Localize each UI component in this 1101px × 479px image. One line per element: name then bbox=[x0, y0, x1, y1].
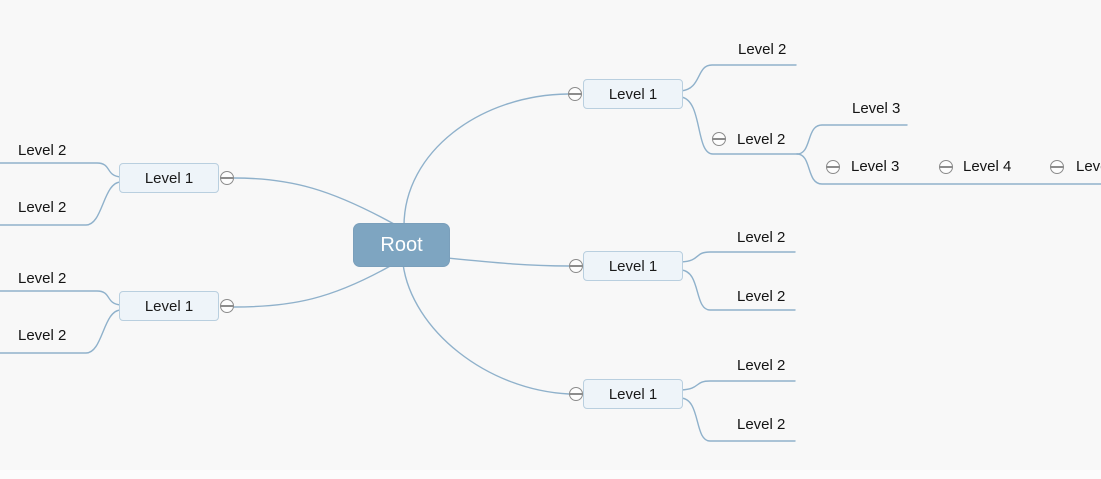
node-level2-bot-a[interactable]: Level 2 bbox=[737, 357, 786, 374]
node-level1-left-top[interactable]: Level 1 bbox=[119, 163, 219, 193]
node-level1-right-bottom[interactable]: Level 1 bbox=[583, 379, 683, 409]
collapse-icon[interactable] bbox=[569, 259, 583, 273]
node-level2-leftbot-b[interactable]: Level 2 bbox=[18, 327, 67, 344]
collapse-icon[interactable] bbox=[826, 160, 840, 174]
node-level2-mid-b[interactable]: Level 2 bbox=[737, 288, 786, 305]
node-level2-parent[interactable]: Level 2 bbox=[737, 131, 786, 148]
collapse-icon[interactable] bbox=[568, 87, 582, 101]
node-level5-clipped[interactable]: Level 5 bbox=[1076, 158, 1101, 175]
collapse-icon[interactable] bbox=[712, 132, 726, 146]
collapse-icon[interactable] bbox=[220, 299, 234, 313]
node-level1-left-bottom[interactable]: Level 1 bbox=[119, 291, 219, 321]
node-level3-leaf[interactable]: Level 3 bbox=[852, 100, 901, 117]
node-level2-mid-a[interactable]: Level 2 bbox=[737, 229, 786, 246]
node-level2-bot-b[interactable]: Level 2 bbox=[737, 416, 786, 433]
node-level4[interactable]: Level 4 bbox=[963, 158, 1012, 175]
node-level1-right-middle[interactable]: Level 1 bbox=[583, 251, 683, 281]
node-level2-leaf[interactable]: Level 2 bbox=[738, 41, 787, 58]
collapse-icon[interactable] bbox=[939, 160, 953, 174]
node-level2-leftbot-a[interactable]: Level 2 bbox=[18, 270, 67, 287]
node-level1-right-top[interactable]: Level 1 bbox=[583, 79, 683, 109]
node-level2-lefttop-a[interactable]: Level 2 bbox=[18, 142, 67, 159]
collapse-icon[interactable] bbox=[569, 387, 583, 401]
node-level3-parent[interactable]: Level 3 bbox=[851, 158, 900, 175]
collapse-icon[interactable] bbox=[1050, 160, 1064, 174]
node-level2-lefttop-b[interactable]: Level 2 bbox=[18, 199, 67, 216]
collapse-icon[interactable] bbox=[220, 171, 234, 185]
root-node[interactable]: Root bbox=[353, 223, 450, 267]
bottom-edge-strip bbox=[0, 470, 1101, 479]
